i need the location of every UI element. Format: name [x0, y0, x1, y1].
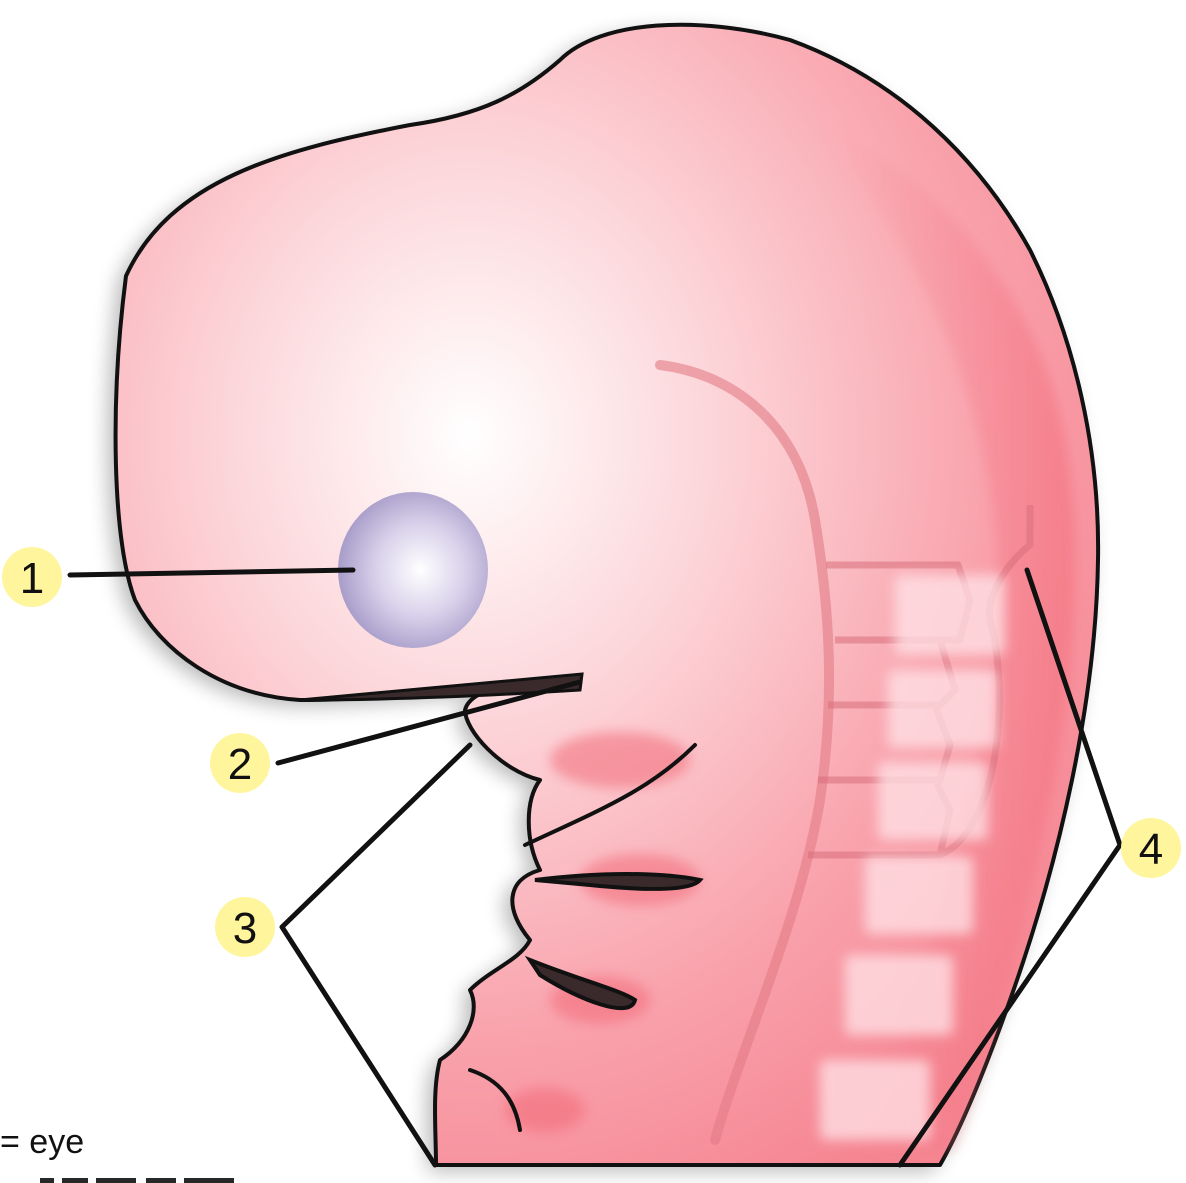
somite-1 [895, 575, 1005, 655]
callout-2: 2 [210, 733, 270, 793]
somite-3 [878, 762, 988, 840]
legend-cropped-line [40, 1178, 234, 1183]
callout-2-label: 2 [228, 740, 252, 789]
somite-6 [820, 1060, 930, 1140]
somite-2 [888, 670, 998, 748]
callout-3: 3 [215, 897, 275, 957]
legend-line-eye: = eye [0, 1123, 84, 1161]
callout-4-label: 4 [1139, 825, 1163, 874]
somite-4 [865, 856, 973, 934]
callout-1-label: 1 [20, 554, 44, 603]
callout-1: 1 [2, 547, 62, 607]
eye [338, 492, 488, 648]
arch-shade-4 [505, 1088, 585, 1132]
arch-shade-1 [550, 732, 690, 788]
somite-5 [845, 955, 953, 1035]
callout-4: 4 [1121, 818, 1181, 878]
callout-3-label: 3 [233, 904, 257, 953]
